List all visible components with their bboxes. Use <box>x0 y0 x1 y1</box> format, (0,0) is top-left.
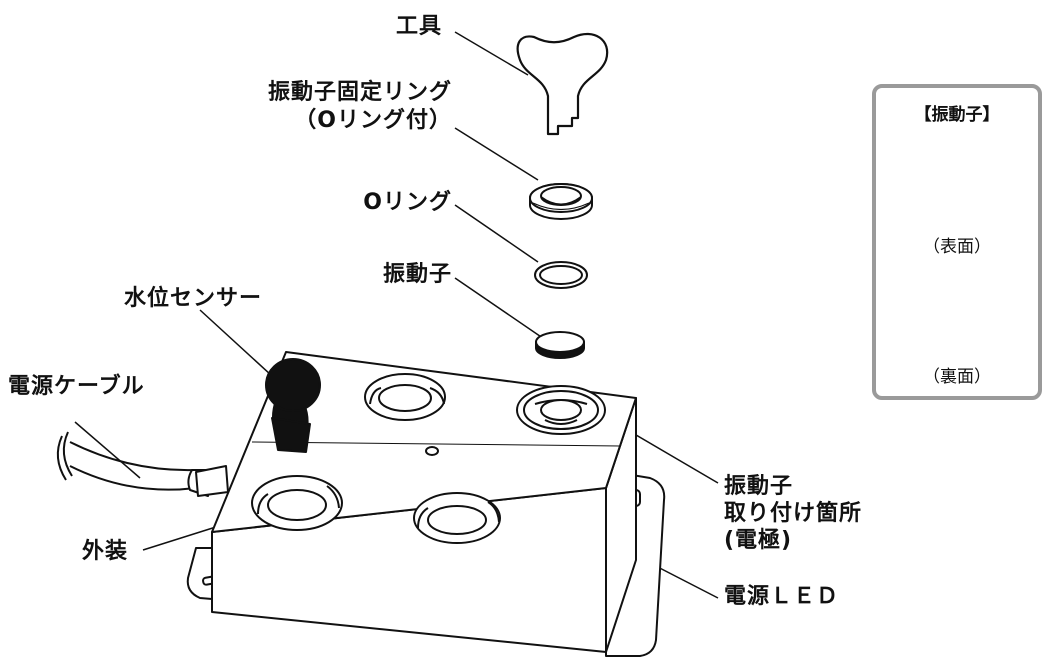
leader-power-cable <box>74 421 141 479</box>
label-fixing-ring-line2: （Oリング付） <box>294 108 452 133</box>
label-power-cable: 電源ケーブル <box>8 374 145 399</box>
socket-front-right <box>413 492 501 544</box>
legend-box: 【振動子】 （表面） （裏面） <box>872 84 1042 400</box>
power-cable-icon <box>56 431 229 497</box>
label-o-ring: Oリング <box>363 190 452 215</box>
label-water-sensor: 水位センサー <box>124 286 263 311</box>
label-mount-line2: 取り付け箇所 <box>724 501 863 526</box>
leader-transducer <box>454 277 551 344</box>
label-mount-line1: 振動子 <box>724 474 794 499</box>
socket-back-left <box>364 373 446 421</box>
label-fixing-ring-line1: 振動子固定リング <box>267 80 452 105</box>
legend-back-label: （裏面） <box>923 367 991 387</box>
transducer-icon <box>535 331 585 359</box>
socket-back-right-mount <box>516 385 606 435</box>
socket-front-left <box>251 475 343 531</box>
water-sensor-icon <box>265 358 321 453</box>
tool-icon <box>516 32 609 136</box>
label-tool: 工具 <box>396 14 443 39</box>
power-led-icon <box>425 446 439 456</box>
label-power-led: 電源ＬＥＤ <box>724 584 840 609</box>
fixing-ring-icon <box>529 183 593 220</box>
legend-title: 【振動子】 <box>914 105 1000 125</box>
label-transducer: 振動子 <box>382 262 452 287</box>
legend-front-label: （表面） <box>923 237 991 257</box>
label-housing: 外装 <box>82 539 129 564</box>
leader-tool <box>454 31 529 76</box>
leader-o-ring <box>454 204 539 263</box>
label-mount-line3: (電極) <box>724 528 793 553</box>
leader-fixing-ring <box>454 127 539 181</box>
o-ring-icon <box>534 261 588 289</box>
